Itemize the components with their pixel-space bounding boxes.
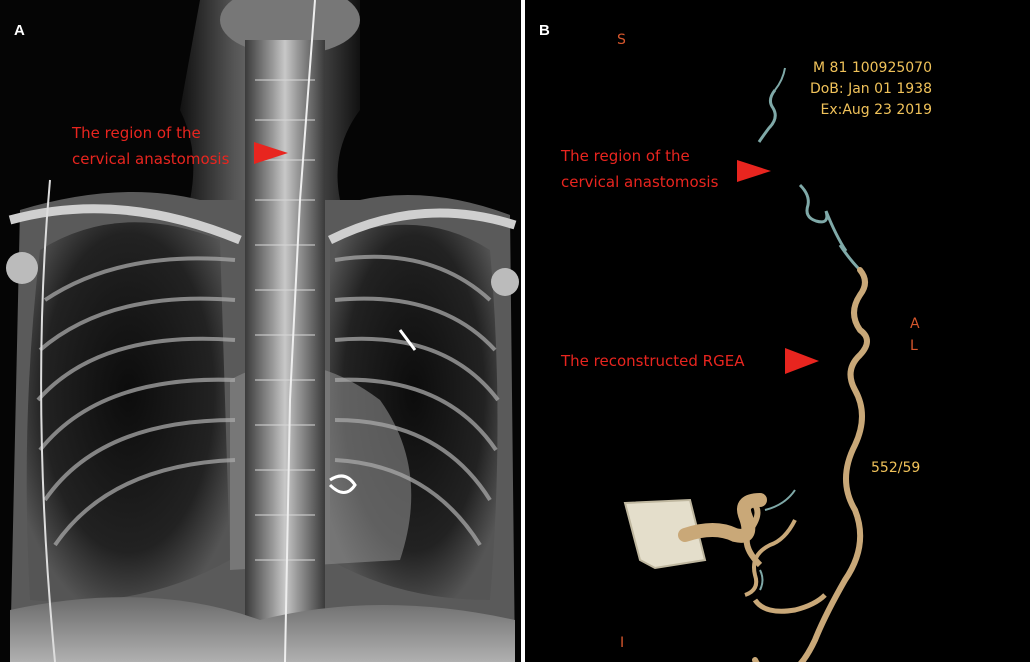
slice-counter: 552/59 <box>871 460 921 476</box>
orientation-inferior: I <box>620 635 625 651</box>
patient-id-line: M 81 100925070 <box>813 60 932 76</box>
arrowhead-anastomosis-b <box>737 160 771 182</box>
arrowhead-anastomosis-a <box>254 142 288 164</box>
anastomosis-label-b: The region of the cervical anastomosis <box>561 143 718 195</box>
anastomosis-label-b-line-2: cervical anastomosis <box>561 173 719 191</box>
orientation-anterior: A <box>910 316 920 332</box>
anastomosis-label-a: The region of the cervical anastomosis <box>72 120 229 172</box>
anastomosis-label-line-1: The region of the <box>72 124 201 142</box>
anastomosis-label-line-2: cervical anastomosis <box>72 150 230 168</box>
orientation-left: L <box>910 338 918 354</box>
dob-line: DoB: Jan 01 1938 <box>809 81 932 97</box>
rgea-3d-render <box>623 67 870 662</box>
orientation-superior: S <box>617 32 626 48</box>
exam-date-line: Ex:Aug 23 2019 <box>820 102 932 118</box>
anastomosis-label-b-line-1: The region of the <box>561 147 690 165</box>
chest-xray-image <box>6 0 519 662</box>
panel-letter-a: A <box>14 22 25 39</box>
patient-info: M 81 100925070 DoB: Jan 01 1938 Ex:Aug 2… <box>810 58 932 121</box>
xray-panel: A The region of the cervical anastomosis <box>0 0 521 662</box>
ct-reconstruction-panel: B S A L I M 81 100925070 DoB: Jan 01 193… <box>525 0 1030 662</box>
arrowhead-rgea <box>785 348 819 374</box>
panel-letter-b: B <box>539 22 550 39</box>
rgea-label: The reconstructed RGEA <box>561 352 745 370</box>
